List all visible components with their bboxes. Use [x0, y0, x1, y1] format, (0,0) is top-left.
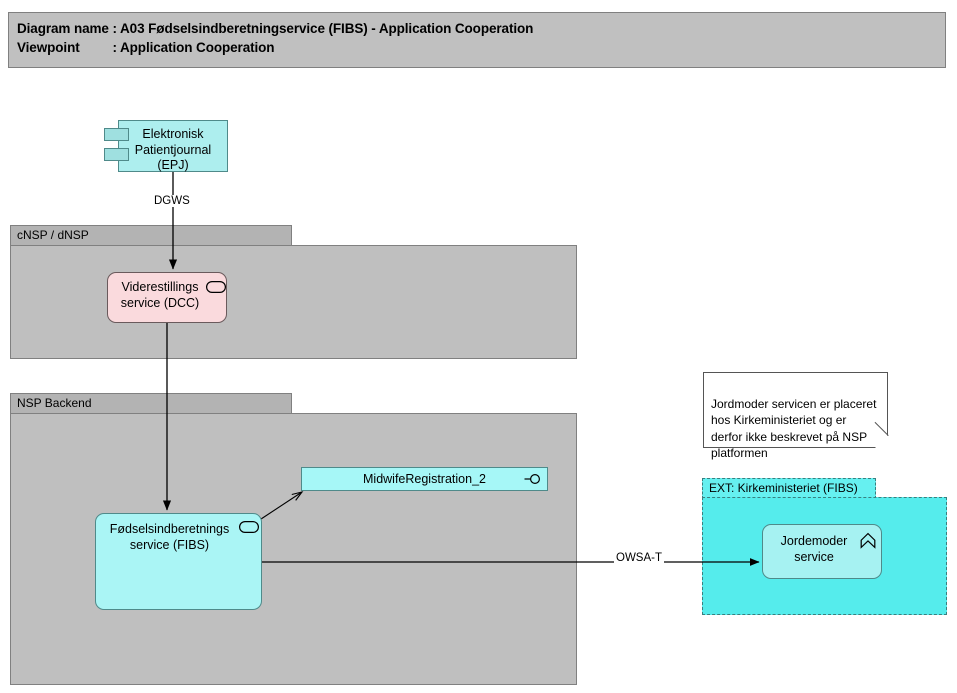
- node-fodselsindberetnings-service-fibs[interactable]: Fødselsindberetnings service (FIBS): [95, 513, 262, 610]
- component-tab-upper-icon: [104, 128, 129, 141]
- node-dcc-label: Viderestillings service (DCC): [120, 280, 200, 310]
- note-text: Jordmoder servicen er placeret hos Kirke…: [711, 396, 877, 461]
- viewpoint-line: Viewpoint : Application Cooperation: [17, 40, 275, 55]
- component-tab-lower-icon: [104, 148, 129, 161]
- note-fold-line: [874, 421, 889, 436]
- group-cnsp-dnsp-label: cNSP / dNSP: [10, 225, 292, 246]
- node-midwife-registration-2[interactable]: MidwifeRegistration_2: [301, 467, 548, 491]
- application-component-icon: [239, 521, 259, 533]
- connector-label-dgws: DGWS: [152, 195, 192, 207]
- group-nsp-backend-label: NSP Backend: [10, 393, 292, 414]
- note-jordemoder-placement: Jordmoder servicen er placeret hos Kirke…: [703, 372, 889, 460]
- diagram-title-box: Diagram name : A03 Fødselsindberetningse…: [8, 12, 946, 68]
- node-midwife-registration-2-label: MidwifeRegistration_2: [363, 472, 486, 486]
- application-service-chevron-icon: [859, 532, 877, 550]
- node-elektronisk-patientjournal-epj[interactable]: Elektronisk Patientjournal (EPJ): [118, 120, 228, 172]
- connector-label-owsa-t: OWSA-T: [614, 552, 664, 564]
- node-jordemoder-service-label: Jordemoder service: [780, 534, 848, 564]
- group-ext-kirkeministeriet-label: EXT: Kirkeministeriet (FIBS): [702, 478, 876, 499]
- diagram-name-line: Diagram name : A03 Fødselsindberetningse…: [17, 21, 534, 36]
- node-fibs-label: Fødselsindberetnings service (FIBS): [109, 522, 230, 552]
- group-ext-kirkeministeriet: EXT: Kirkeministeriet (FIBS): [702, 478, 947, 615]
- group-cnsp-dnsp: cNSP / dNSP: [10, 225, 577, 359]
- application-component-icon: [206, 281, 226, 293]
- node-epj-label: Elektronisk Patientjournal (EPJ): [134, 127, 212, 172]
- group-cnsp-dnsp-body: [10, 245, 577, 359]
- node-viderestillings-service-dcc[interactable]: Viderestillings service (DCC): [107, 272, 227, 323]
- node-jordemoder-service[interactable]: Jordemoder service: [762, 524, 882, 579]
- note-fold-corner: [875, 435, 888, 448]
- provided-interface-lollipop-icon: [524, 472, 544, 486]
